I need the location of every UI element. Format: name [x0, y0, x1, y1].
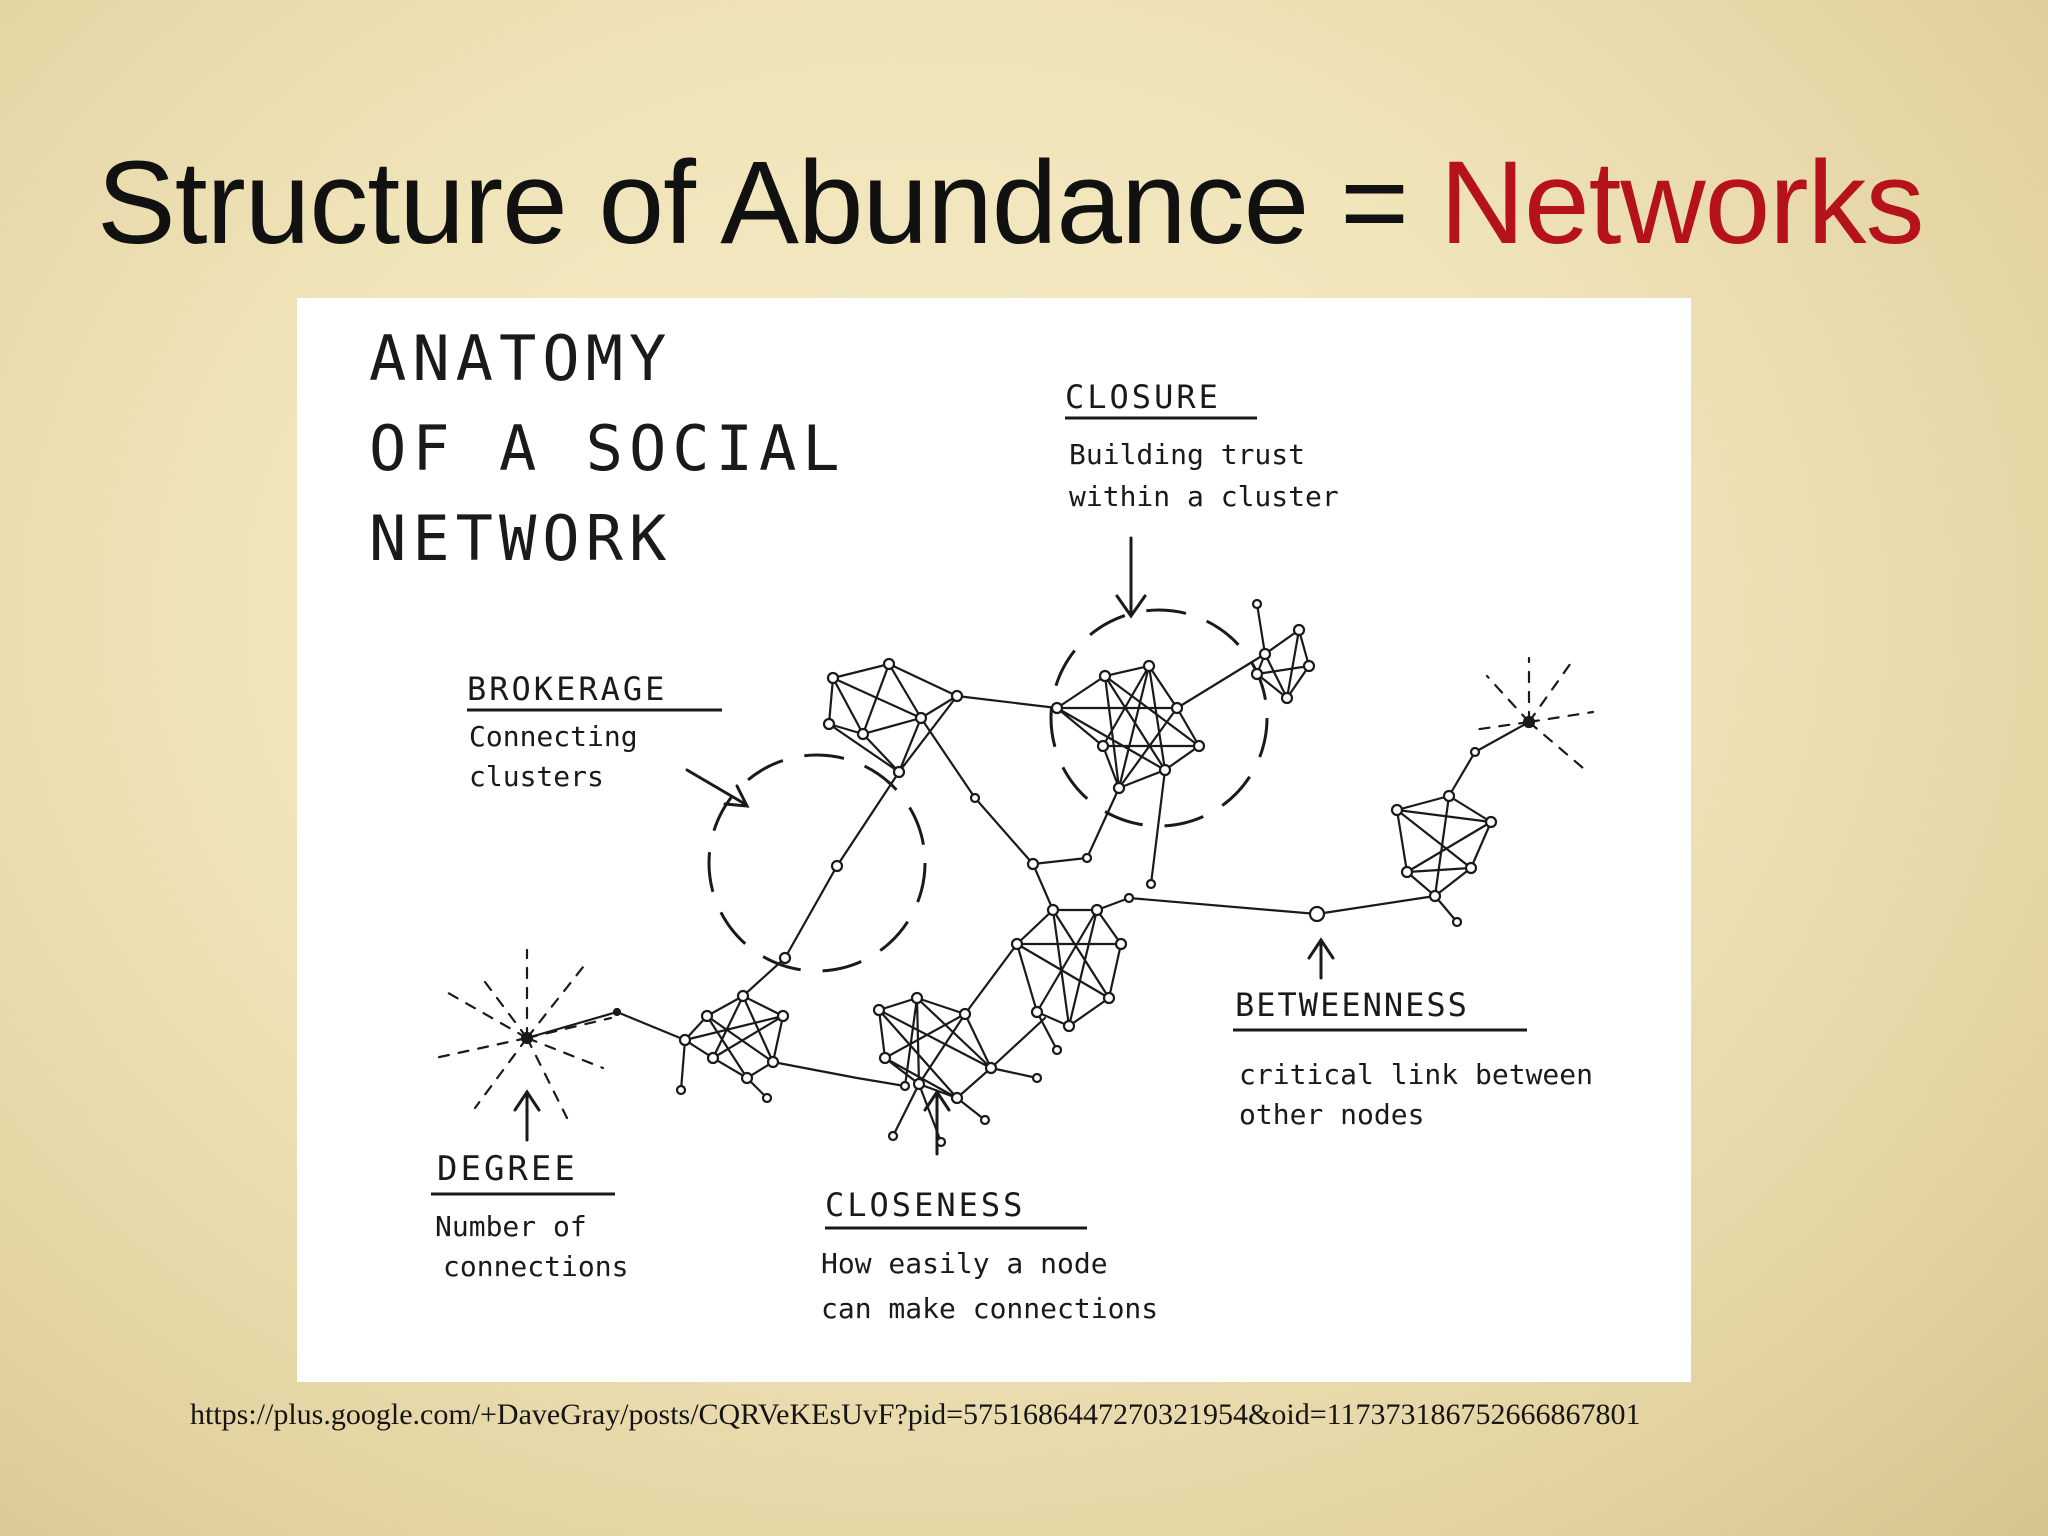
brokerage-label: BROKERAGE — [467, 670, 667, 708]
slide-title: Structure of Abundance = Networks — [97, 128, 1997, 278]
closeness-label: CLOSENESS — [825, 1186, 1025, 1224]
closure-desc-2: within a cluster — [1069, 480, 1339, 513]
heading-line-1: ANATOMY — [369, 322, 672, 395]
degree-arrow — [513, 1089, 541, 1142]
closure-circle — [1049, 608, 1269, 828]
brokerage-arrow — [685, 768, 750, 808]
source-url: https://plus.google.com/+DaveGray/posts/… — [190, 1398, 1641, 1431]
diagram-heading: ANATOMY OF A SOCIAL NETWORK — [369, 322, 846, 575]
callout-closeness: CLOSENESS How easily a node can make con… — [821, 1186, 1158, 1325]
brokerage-desc-2: clusters — [469, 760, 604, 793]
betweenness-arrow — [1307, 937, 1335, 980]
closeness-desc-2: can make connections — [821, 1292, 1158, 1325]
closeness-desc-1: How easily a node — [821, 1247, 1108, 1280]
network-diagram: ANATOMY OF A SOCIAL NETWORK CLOSURE Buil… — [297, 298, 1691, 1382]
degree-desc-2: connections — [443, 1250, 628, 1283]
highlight-circles — [707, 608, 1269, 973]
closure-arrow — [1115, 536, 1147, 619]
betweenness-label: BETWEENNESS — [1235, 986, 1469, 1024]
closure-desc-1: Building trust — [1069, 438, 1305, 471]
closure-label: CLOSURE — [1065, 378, 1221, 416]
network-drawing: ANATOMY OF A SOCIAL NETWORK CLOSURE Buil… — [369, 322, 1595, 1325]
brokerage-desc-1: Connecting — [469, 720, 638, 753]
title-main: Structure of Abundance = — [97, 137, 1440, 269]
callout-arrows — [513, 536, 1335, 1156]
degree-label: DEGREE — [437, 1149, 578, 1189]
betweenness-desc-1: critical link between — [1239, 1058, 1593, 1091]
callout-brokerage: BROKERAGE Connecting clusters — [467, 670, 722, 793]
callout-closure: CLOSURE Building trust within a cluster — [1065, 378, 1339, 513]
heading-line-2: OF A SOCIAL — [369, 412, 846, 485]
title-accent: Networks — [1439, 137, 1925, 269]
heading-line-3: NETWORK — [369, 502, 672, 575]
betweenness-desc-2: other nodes — [1239, 1098, 1424, 1131]
callout-betweenness: BETWEENNESS critical link between other … — [1233, 986, 1593, 1131]
brokerage-circle — [707, 753, 927, 973]
degree-desc-1: Number of — [435, 1210, 587, 1243]
network-nodes — [520, 598, 1536, 1148]
callout-degree: DEGREE Number of connections — [431, 1149, 628, 1283]
